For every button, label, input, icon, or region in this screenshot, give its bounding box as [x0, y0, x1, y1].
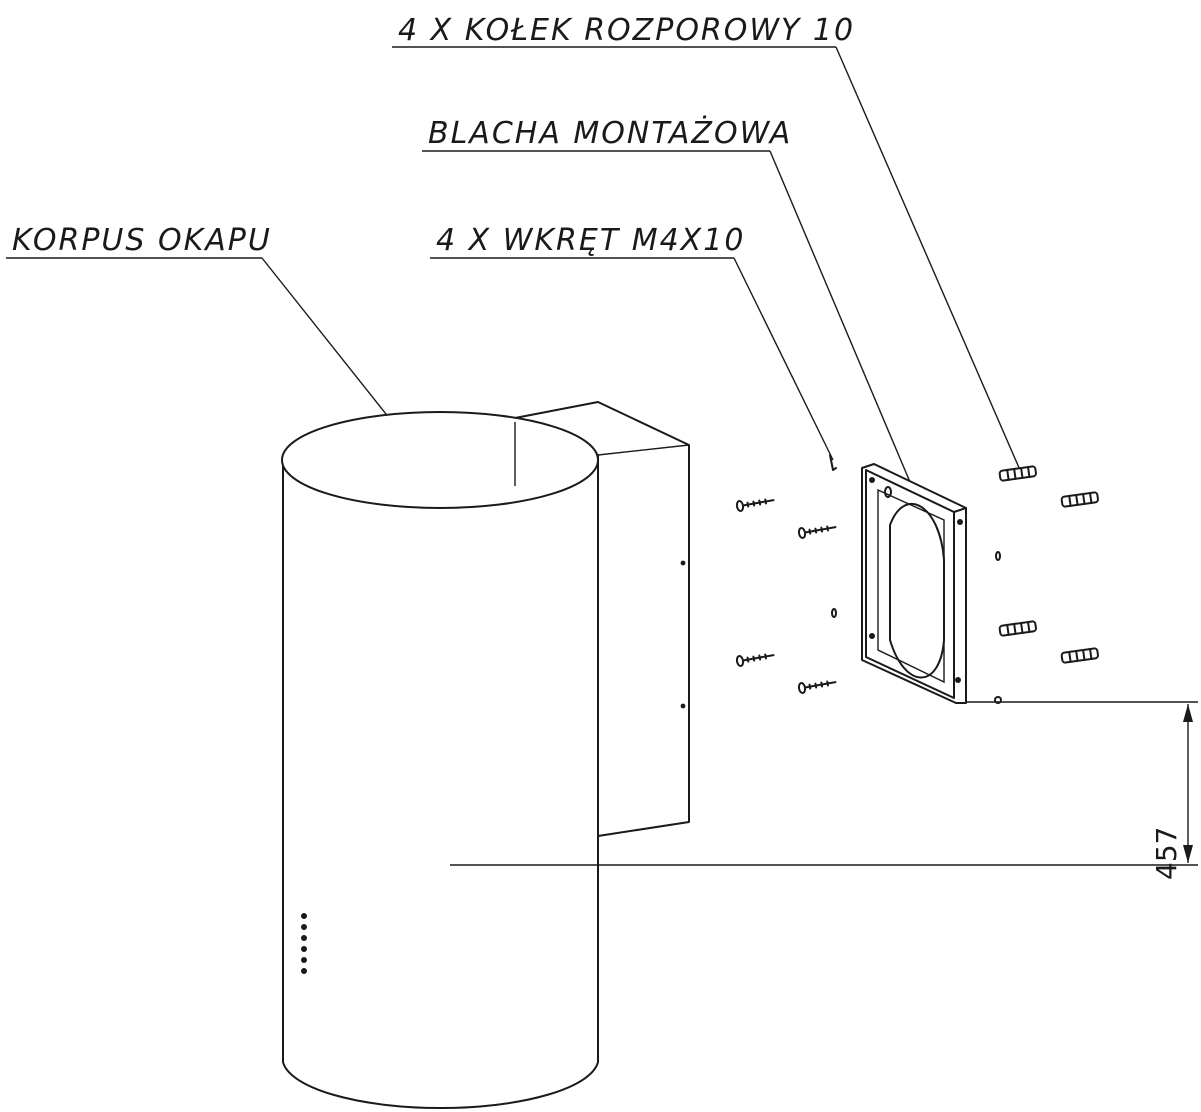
plate-hole-2 — [957, 519, 963, 525]
label-plate: BLACHA MONTAŻOWA — [422, 115, 911, 483]
leader-anchors — [835, 46, 1021, 471]
screw-2 — [797, 525, 837, 539]
screws — [735, 454, 837, 694]
anchor-hole-upper — [995, 551, 1001, 561]
hood-body — [281, 401, 690, 1109]
dimension-arrow-top — [1183, 704, 1193, 722]
cylinder — [282, 459, 599, 1109]
anchor-2 — [1060, 491, 1099, 508]
plate-depth-edge — [953, 507, 967, 513]
button-3 — [301, 935, 307, 941]
duct-box-top-edge — [597, 444, 690, 456]
plate-hole-4 — [955, 677, 961, 683]
label-anchors: 4 X KOŁEK ROZPOROWY 10 — [392, 13, 1021, 471]
button-5 — [301, 957, 307, 963]
screw-3 — [735, 653, 775, 667]
label-screws-text: 4 X WKRĘT M4X10 — [436, 223, 745, 258]
screw-hole-upper — [829, 454, 837, 471]
plate-front — [865, 469, 955, 699]
button-6 — [301, 968, 307, 974]
label-plate-text: BLACHA MONTAŻOWA — [428, 115, 792, 151]
label-body-text: KORPUS OKAPU — [12, 223, 272, 258]
label-screws: 4 X WKRĘT M4X10 — [430, 223, 834, 461]
duct-screw-hole-1 — [680, 560, 686, 566]
anchor-1 — [998, 465, 1037, 482]
anchor-hole-lower — [994, 696, 1002, 704]
button-1 — [301, 913, 307, 919]
plate-hole-1 — [869, 477, 875, 483]
leader-plate — [769, 150, 911, 483]
wall-anchors — [994, 465, 1099, 704]
plate-inner-frame — [877, 488, 945, 684]
anchor-4 — [1060, 647, 1099, 664]
label-body: KORPUS OKAPU — [6, 223, 416, 452]
dimension-arrow-bottom — [1183, 845, 1193, 863]
leader-screws — [733, 257, 834, 461]
anchor-3 — [998, 620, 1037, 637]
label-anchors-text: 4 X KOŁEK ROZPOROWY 10 — [398, 13, 855, 48]
button-4 — [301, 946, 307, 952]
screw-hole-lower — [831, 608, 837, 618]
plate-outer — [861, 463, 967, 704]
control-buttons — [301, 913, 307, 974]
plate-keyhole — [884, 486, 892, 498]
mounting-plate — [861, 463, 967, 704]
dimension-457: 457 — [450, 701, 1198, 880]
cylinder-top-opening — [281, 411, 599, 509]
button-2 — [301, 924, 307, 930]
duct-screw-hole-2 — [680, 703, 686, 709]
plate-opening — [889, 503, 945, 679]
screw-4 — [797, 680, 837, 694]
dimension-value: 457 — [1150, 827, 1183, 880]
screw-1 — [735, 498, 775, 512]
plate-hole-3 — [869, 633, 875, 639]
